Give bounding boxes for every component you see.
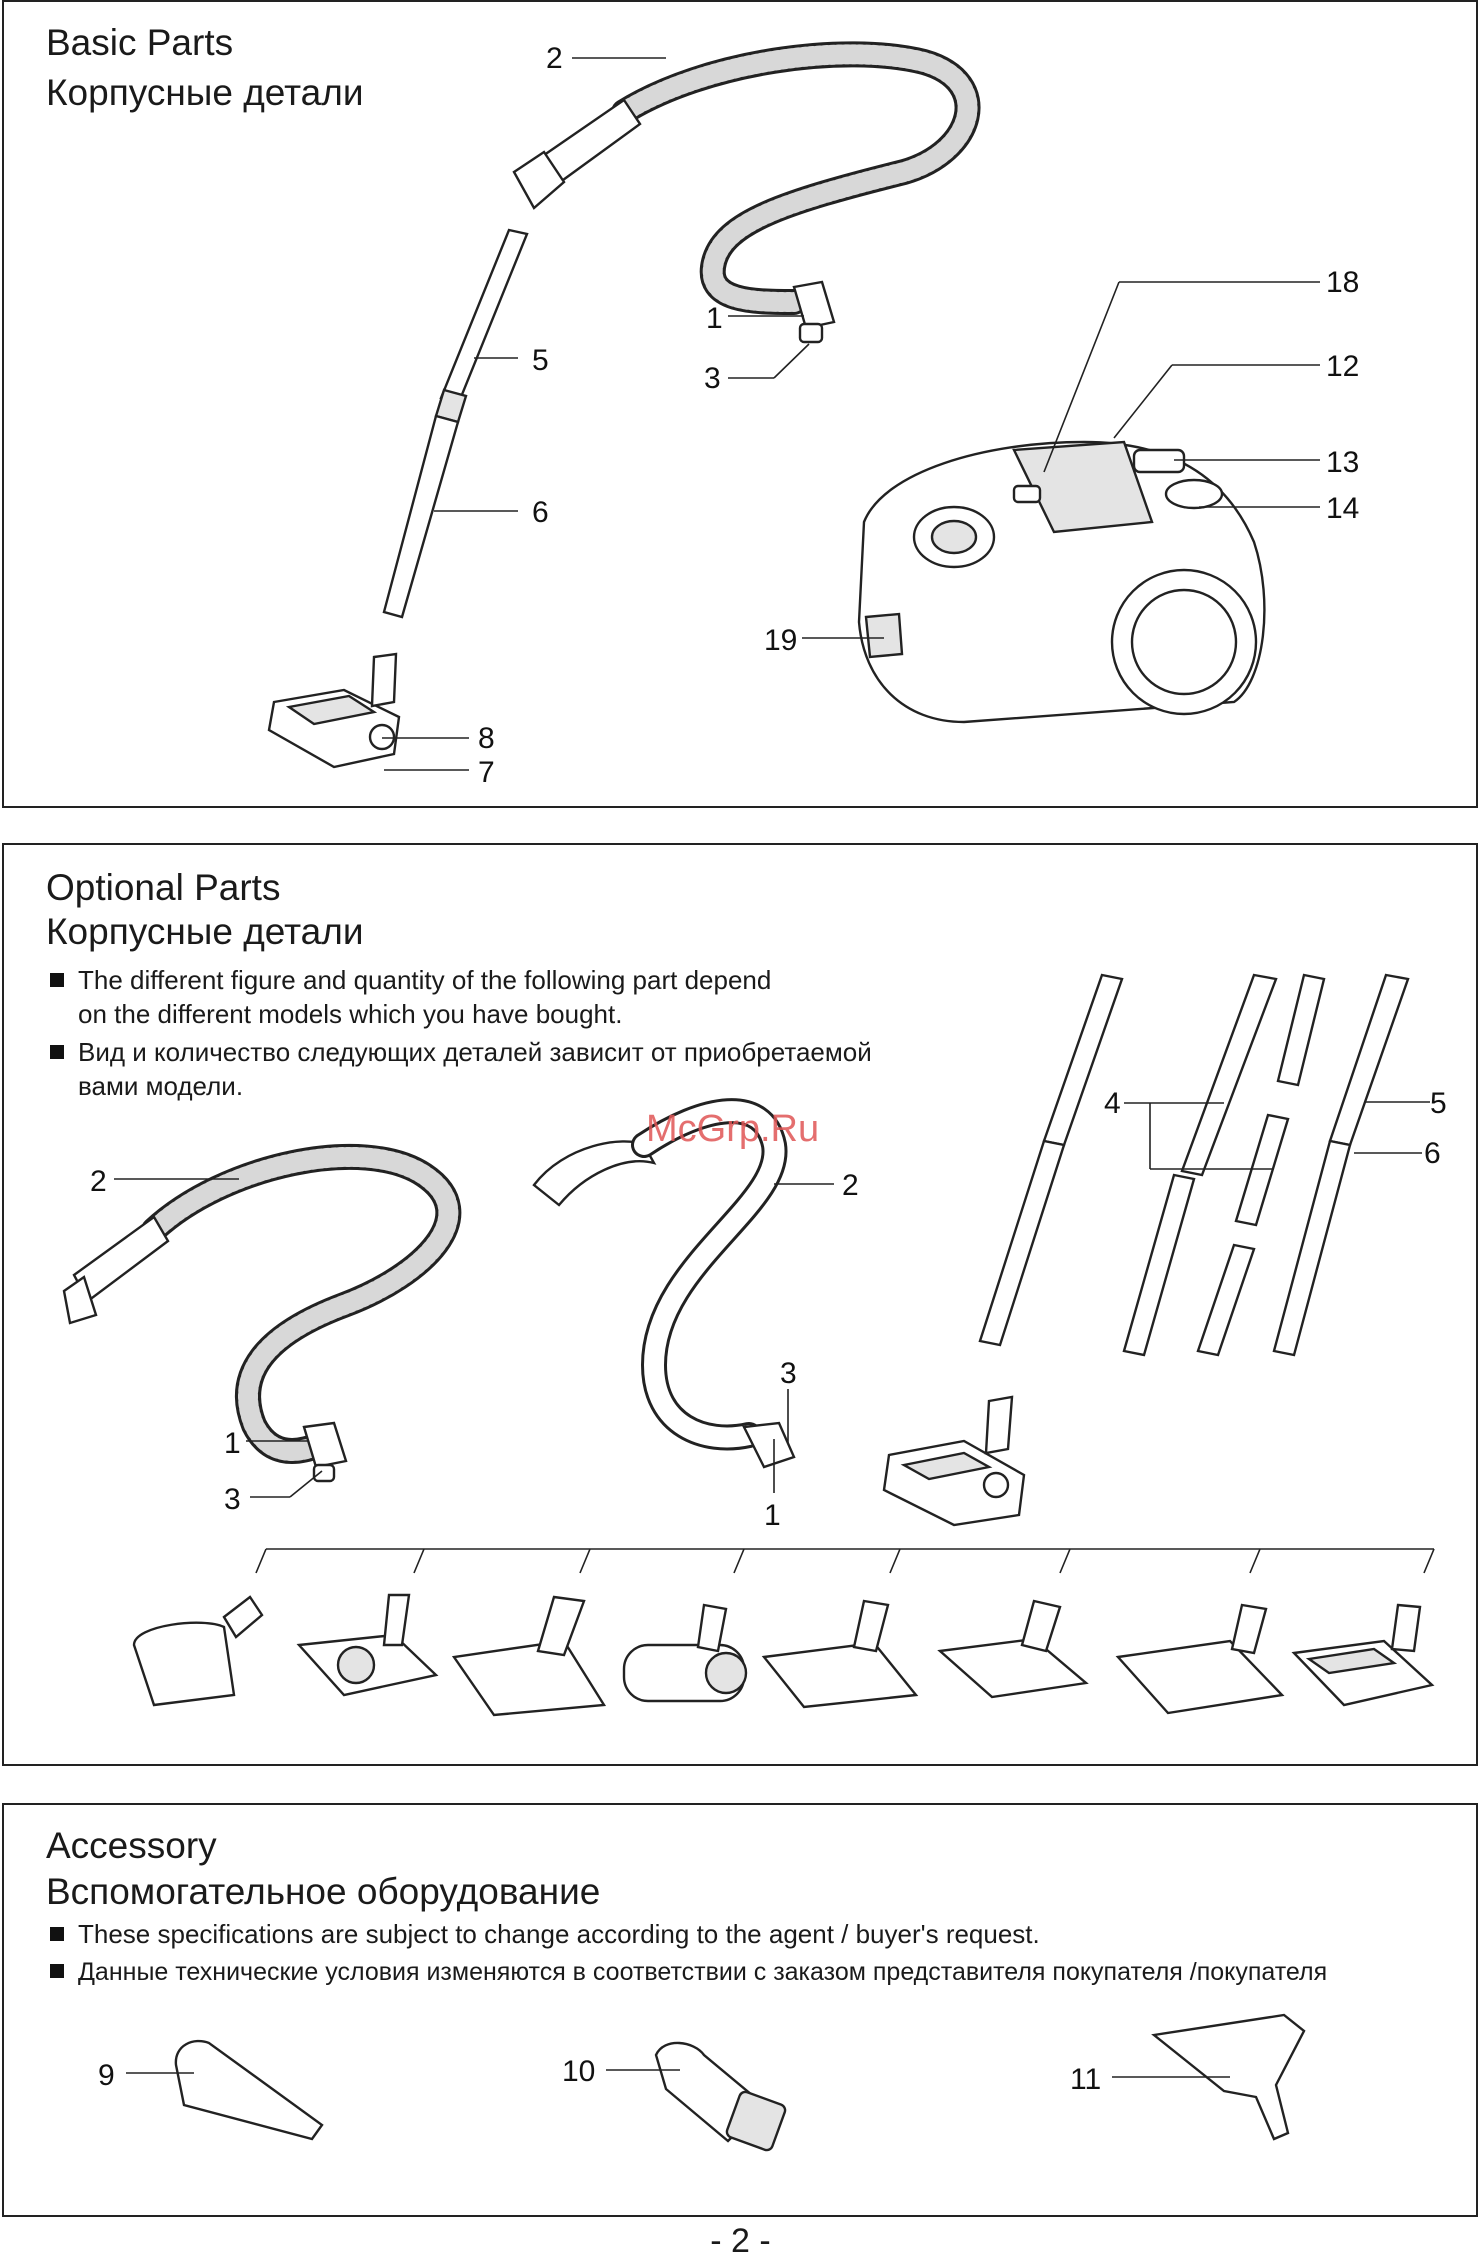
optional-parts-title-en: Optional Parts — [46, 867, 281, 908]
basic-leader-lines — [382, 57, 1320, 771]
optional-callouts: 2 1 3 2 3 1 4 5 6 — [90, 1087, 1447, 1532]
accessory-note-ru: Данные технические условия изменяются в … — [50, 1955, 1327, 1989]
nozzle-variants — [132, 1548, 1435, 1717]
dusting-brush-illustration — [654, 2041, 787, 2152]
callout-10: 10 — [562, 2055, 595, 2088]
optional-note-ru: Вид и количество следующих деталей завис… — [50, 1035, 872, 1103]
nozzle-variant-7 — [1115, 1548, 1285, 1715]
accessory-title-ru: Вспомогательное оборудование — [46, 1871, 601, 1912]
basic-parts-title-en: Basic Parts — [46, 22, 234, 63]
nozzle-variant-4 — [622, 1548, 748, 1703]
callout-11: 11 — [1070, 2063, 1101, 2096]
optional-parts-title-ru: Корпусные детали — [46, 911, 364, 952]
callout-9: 9 — [98, 2059, 115, 2092]
accessory-note-en: These specifications are subject to chan… — [50, 1917, 1040, 1951]
bullet-square-icon — [50, 1927, 64, 1941]
optional-leader-lines — [114, 1101, 1430, 1498]
crevice-tool-illustration — [174, 2039, 324, 2141]
optional-parts-panel: Optional Parts Корпусные детали The diff… — [2, 843, 1478, 1766]
callout-1a: 1 — [224, 1427, 241, 1460]
callout-1: 1 — [706, 302, 723, 335]
hose-illustration — [512, 41, 981, 344]
callout-1b: 1 — [764, 1499, 781, 1532]
callout-2b: 2 — [842, 1169, 859, 1202]
callout-3a: 3 — [224, 1483, 241, 1516]
callout-19: 19 — [764, 624, 797, 657]
callout-3b: 3 — [780, 1357, 797, 1390]
callout-13: 13 — [1326, 446, 1359, 479]
nozzle-variant-6 — [937, 1548, 1089, 1699]
accessory-leader-lines — [126, 2069, 1230, 2078]
accessory-panel: Accessory Вспомогательное оборудование T… — [2, 1803, 1478, 2217]
callout-18: 18 — [1326, 266, 1359, 299]
floor-nozzle-illustration — [267, 652, 401, 769]
callout-8: 8 — [478, 722, 495, 755]
callout-14: 14 — [1326, 492, 1359, 525]
basic-callouts: 2 1 3 5 6 8 7 18 12 13 14 19 — [478, 42, 1359, 789]
optional-floor-nozzle-illustration — [882, 1395, 1026, 1527]
callout-5a: 5 — [1430, 1087, 1447, 1120]
callout-6a: 6 — [1424, 1137, 1441, 1170]
bullet-square-icon — [50, 973, 64, 987]
basic-parts-panel: Basic Parts Корпусные детали — [2, 0, 1478, 808]
accessory-callouts: 9 10 11 — [98, 2055, 1101, 2096]
nozzle-variant-5 — [761, 1548, 919, 1709]
callout-6: 6 — [532, 496, 549, 529]
nozzle-variant-8 — [1291, 1548, 1435, 1707]
callout-12: 12 — [1326, 350, 1359, 383]
accessory-title-en: Accessory — [46, 1825, 217, 1866]
hose-b-illustration — [532, 1098, 796, 1469]
nozzle-variant-3 — [451, 1548, 607, 1717]
nozzle-variant-2 — [296, 1548, 439, 1697]
callout-7: 7 — [478, 756, 495, 789]
telescopic-tube-illustration — [382, 228, 529, 619]
callout-4: 4 — [1104, 1087, 1121, 1120]
bullet-square-icon — [50, 1964, 64, 1978]
optional-note-en: The different figure and quantity of the… — [50, 963, 771, 1031]
hose-a-illustration — [62, 1144, 462, 1483]
nozzle-variant-1 — [132, 1548, 267, 1707]
callout-2a: 2 — [90, 1165, 107, 1198]
watermark: McGrp.Ru — [646, 1108, 820, 1150]
tubes-set-illustration — [978, 973, 1410, 1357]
callout-2: 2 — [546, 42, 563, 75]
callout-3: 3 — [704, 362, 721, 395]
bullet-square-icon — [50, 1045, 64, 1059]
accessory-illustration: 9 10 11 — [98, 2013, 1306, 2152]
optional-parts-illustration: 2 1 3 2 3 1 4 5 6 — [62, 973, 1447, 1717]
vacuum-body-illustration — [857, 440, 1266, 724]
page-number: - 2 - — [710, 2222, 771, 2260]
callout-5: 5 — [532, 344, 549, 377]
basic-parts-illustration: 2 1 3 5 6 8 7 18 12 13 14 19 — [267, 41, 1359, 789]
basic-parts-title-ru: Корпусные детали — [46, 72, 364, 113]
